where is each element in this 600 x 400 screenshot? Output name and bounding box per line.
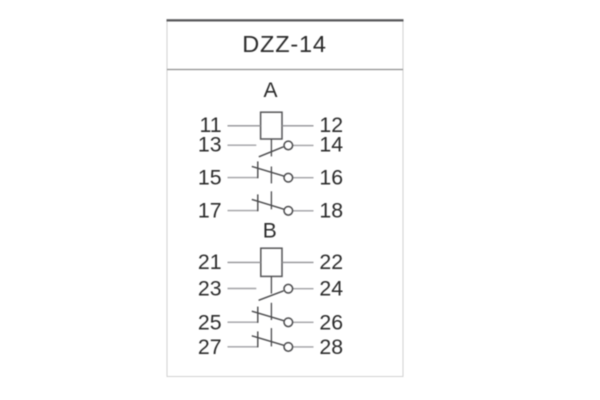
svg-text:17: 17 [198,198,222,222]
svg-text:DZZ-14: DZZ-14 [242,31,326,57]
svg-text:18: 18 [319,198,343,222]
svg-text:26: 26 [319,311,343,335]
svg-text:28: 28 [319,335,343,359]
svg-text:A: A [263,79,277,102]
svg-text:22: 22 [319,250,343,274]
svg-text:12: 12 [319,113,343,137]
svg-text:27: 27 [198,335,222,359]
svg-text:13: 13 [198,133,222,157]
svg-text:15: 15 [198,165,222,189]
svg-text:21: 21 [198,250,222,274]
svg-text:23: 23 [198,276,222,300]
svg-text:B: B [263,220,277,243]
svg-text:25: 25 [198,311,222,335]
svg-text:11: 11 [199,113,221,137]
svg-text:14: 14 [319,133,343,157]
svg-text:16: 16 [319,165,343,189]
svg-text:24: 24 [319,276,343,300]
